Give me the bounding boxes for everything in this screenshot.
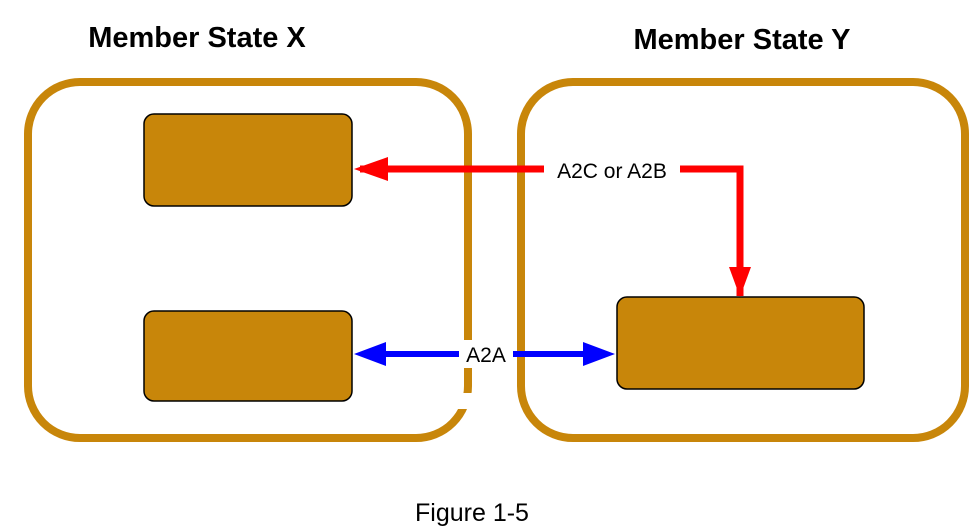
figure-caption: Figure 1-5 [415,499,529,527]
red-arrowhead-left [354,157,388,181]
lower-label-bg [459,340,513,368]
lower-connection-label: A2A [466,344,506,367]
member-state-y-container [517,78,969,442]
container-gap [457,393,473,409]
upper-label-bg [544,156,680,184]
upper-connection-label: A2C or A2B [557,160,667,183]
x-lower-box [143,310,353,402]
y-box [616,296,865,390]
member-state-y-title: Member State Y [633,24,850,56]
blue-arrowhead-right [583,342,615,366]
red-arrow-line [360,165,744,296]
x-upper-box [143,113,353,207]
member-state-x-container [24,78,472,442]
member-state-x-title: Member State X [88,22,306,54]
blue-arrowhead-left [354,342,386,366]
red-arrowhead-down [729,267,751,297]
